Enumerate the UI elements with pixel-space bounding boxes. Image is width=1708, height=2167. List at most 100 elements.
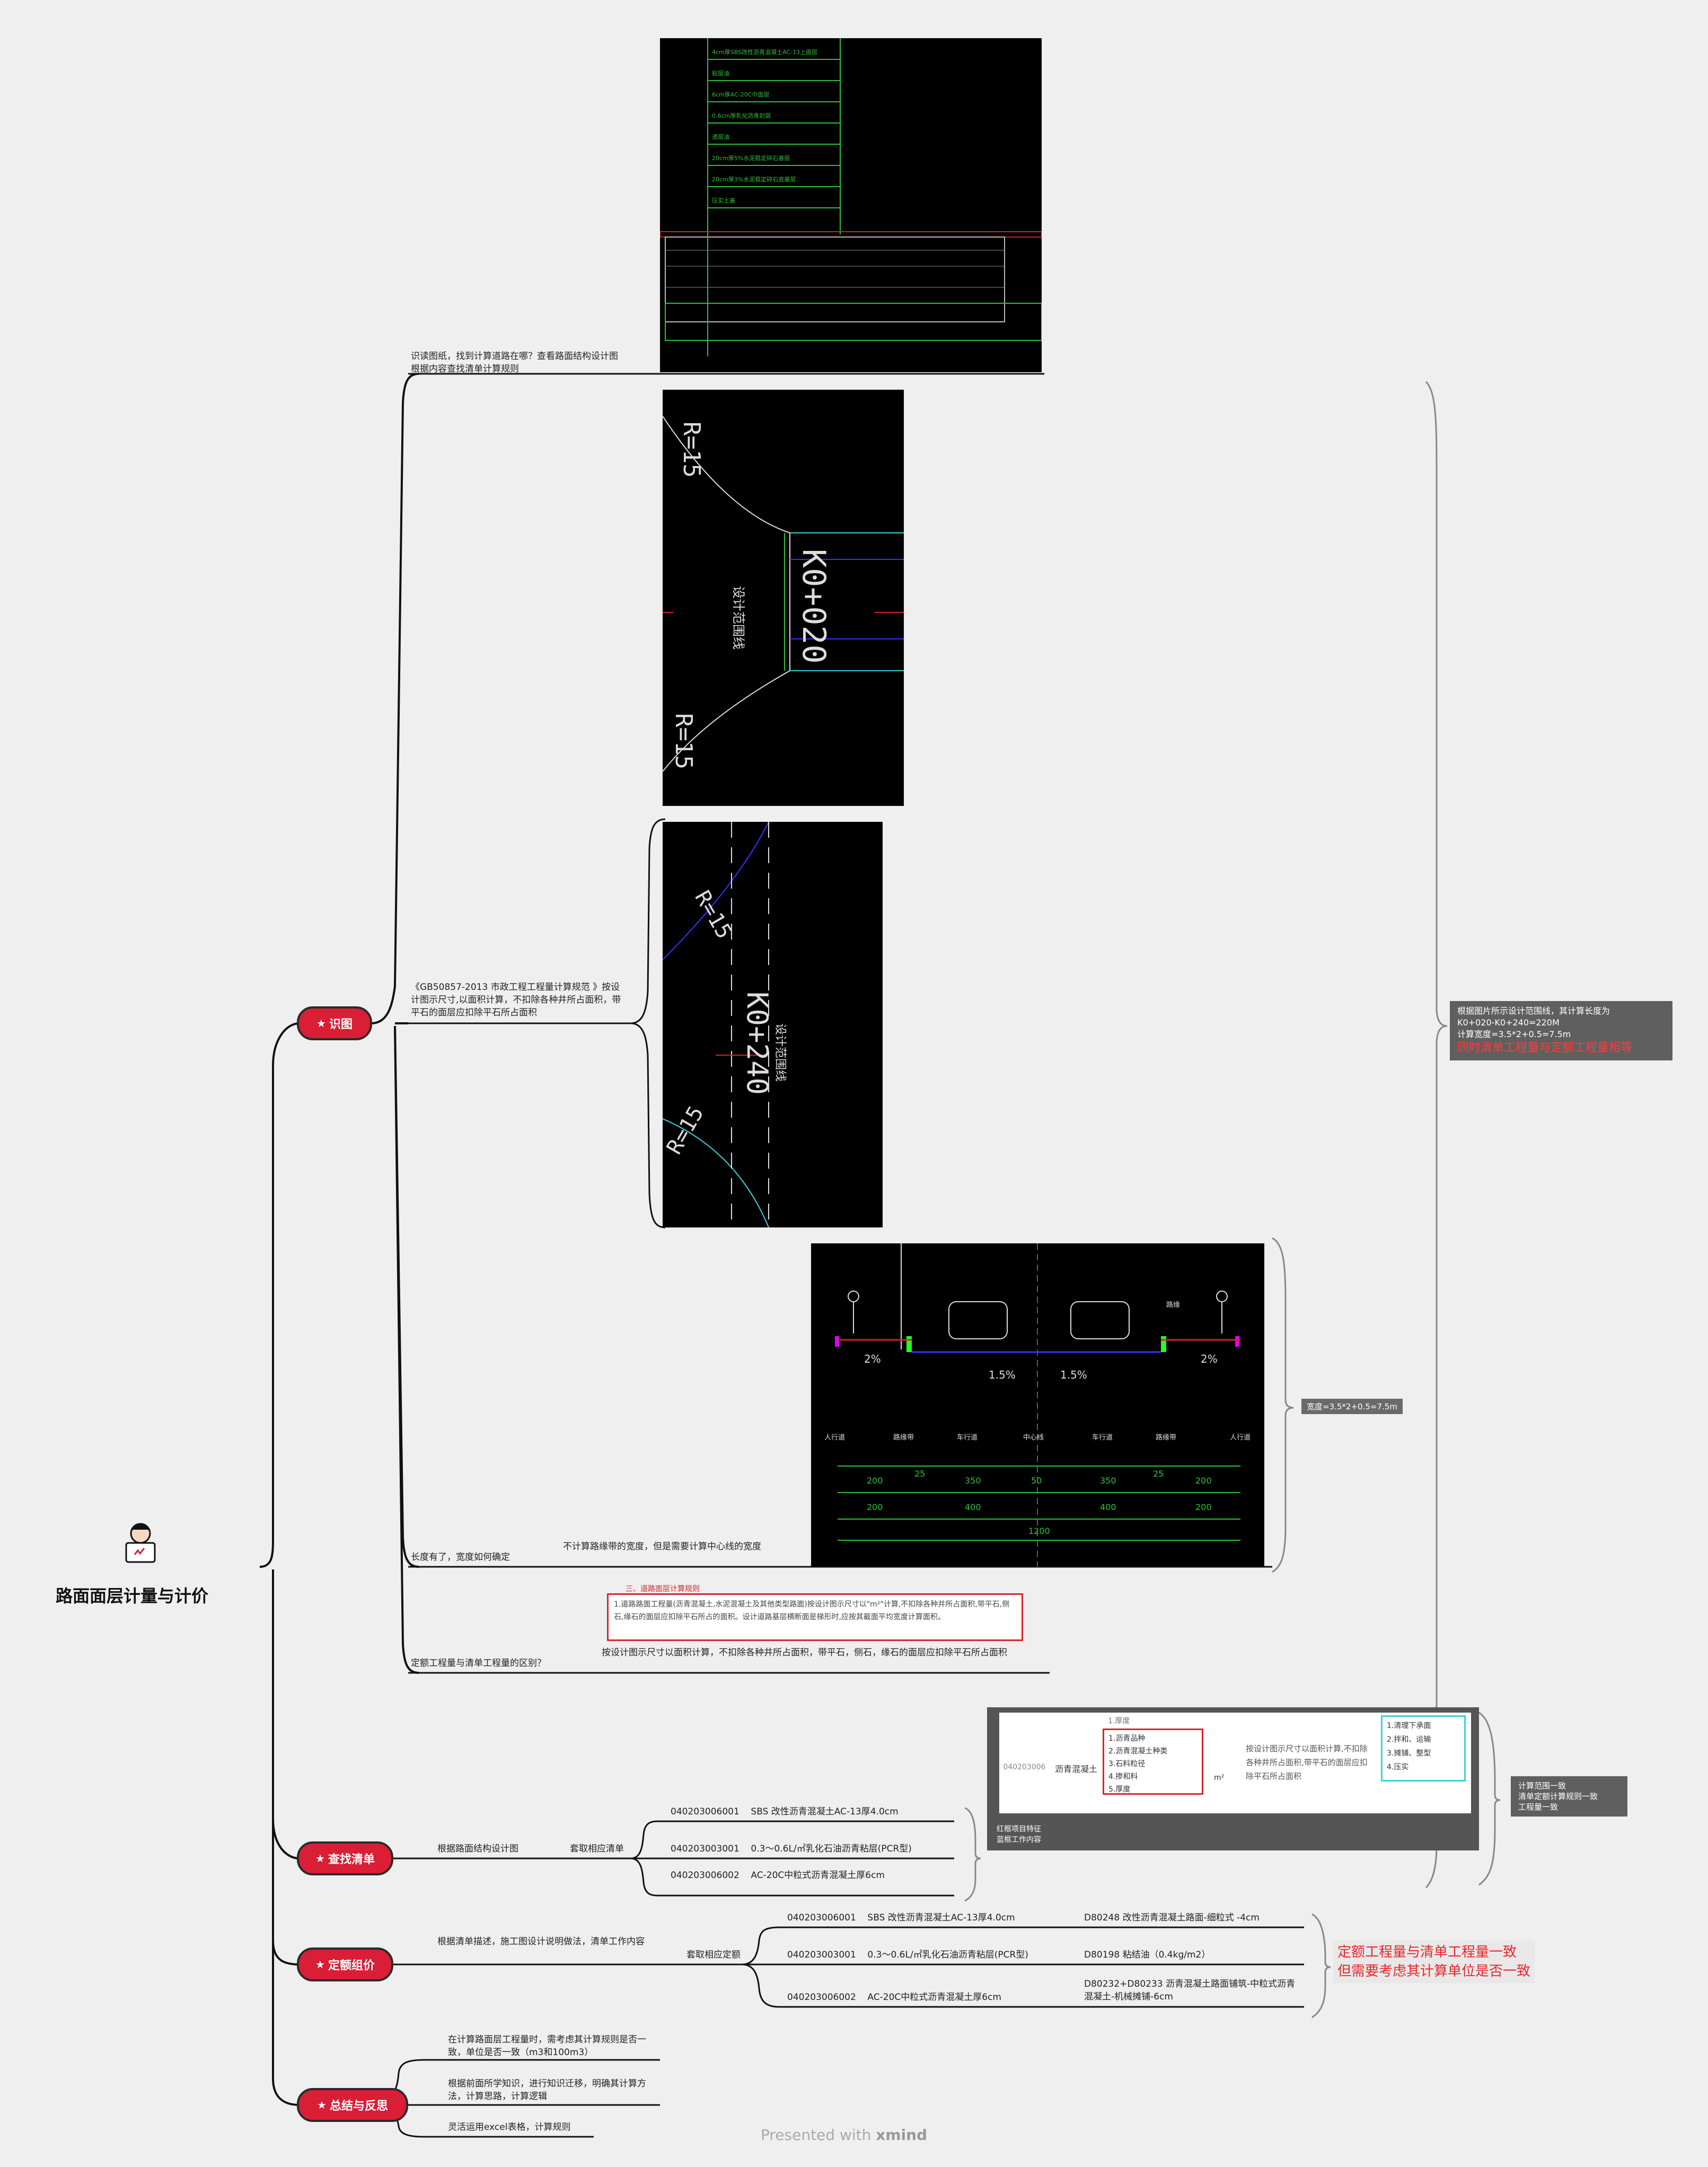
plan-start-label: 设计范围线 [731, 586, 746, 650]
sec-label-4: 中心线 [1023, 1434, 1044, 1442]
item-desc: 0.3～0.6L/㎡乳化石油沥青粘层(PCR型) [867, 1950, 1028, 1960]
dim1-3: 350 [965, 1476, 981, 1486]
cad-cross-section: 2% 1.5% 1.5% 2% 路缘 人行道 路缘带 车行道 中心线 车行道 路… [811, 1243, 1264, 1567]
b4-leaf-3[interactable]: 灵活运用excel表格，计算规则 [448, 2122, 571, 2133]
b3-leaf-1[interactable]: 根据清单描述，施工图设计说明做法，清单工作内容 [437, 1936, 645, 1947]
dim-total: 1200 [1028, 1526, 1050, 1536]
dim1-1: 200 [867, 1476, 883, 1486]
work-1: 1.清理下承面 [1387, 1722, 1431, 1730]
tag-line-3: 工程量一致 [1518, 1802, 1559, 1812]
b4-leaf-1[interactable]: 在计算路面层工程量时，需考虑其计算规则是否一致，单位是否一致（m3和100m3） [448, 2034, 646, 2058]
presented-text: Presented with [761, 2126, 871, 2144]
person-laptop-icon [125, 1523, 156, 1563]
station-start: K0+020 [795, 549, 832, 664]
dim2-2: 400 [965, 1502, 981, 1512]
radius-upper: R=15 [690, 887, 736, 943]
sec-label-5: 车行道 [1092, 1433, 1113, 1442]
b3-quota-3[interactable]: D80232+D80233 沥青混凝土路面铺筑-中粒式沥青混凝土-机械摊铺-6c… [1084, 1979, 1296, 2002]
table-caption: 红框项目特征 蓝框工作内容 [997, 1824, 1041, 1845]
b1-leaf-3[interactable]: 长度有了，宽度如何确定 [411, 1552, 510, 1563]
layer-8: 压实土基 [712, 197, 735, 204]
table-code: 040203006 [1003, 1763, 1046, 1771]
brand-text: xmind [876, 2126, 928, 2144]
b2-leaf-1[interactable]: 根据路面结构设计图 [437, 1844, 518, 1854]
dim1-6: 25 [1153, 1469, 1164, 1479]
b3-item-1[interactable]: 040203006001 SBS 改性沥青混凝土AC-13厚4.0cm [787, 1911, 1015, 1924]
summary-line-3: 计算宽度=3.5*2+0.5=7.5m [1457, 1029, 1571, 1039]
radius-lower: R=15 [663, 1102, 709, 1159]
rule-redbox: 1.道路路面工程量(沥青混凝土,水泥混凝土及其他类型路面)按设计图示尺寸以"m²… [607, 1593, 1023, 1641]
summary-line-1: 根据图片所示设计范围线，其计算长度为 [1457, 1006, 1610, 1016]
table-feature-box: 1.沥青品种 2.沥青混凝土种类 3.石料粒径 4.掺和料 5.厚度 [1103, 1729, 1203, 1795]
sec-label-1: 人行道 [824, 1434, 845, 1442]
b1-leaf-3a[interactable]: 不计算路缘带的宽度，但是需要计算中心线的宽度 [563, 1541, 761, 1552]
summary-line-2: K0+020-K0+240=220M [1457, 1017, 1560, 1028]
dim1-7: 200 [1195, 1476, 1212, 1486]
car-right [1070, 1301, 1130, 1339]
b1-summary-note: 根据图片所示设计范围线，其计算长度为 K0+020-K0+240=220M 计算… [1450, 1001, 1672, 1060]
item-code: 040203006002 [671, 1870, 739, 1881]
dim1-4: 50 [1031, 1476, 1042, 1486]
layer-7: 20cm厚3%水泥稳定碎石底基层 [712, 176, 796, 183]
item-desc: SBS 改性沥青混凝土AC-13厚4.0cm [867, 1912, 1015, 1923]
structure-svg: 4cm厚SBS改性沥青混凝土AC-13上面层 粘层油 6cm厚AC-20C中面层… [660, 38, 1042, 356]
b1-leaf-1[interactable]: 识读图纸，找到计算道路在哪？查看路面结构设计图根据内容查找清单计算规则 [411, 351, 618, 374]
plan-end-label: 设计范围线 [773, 1023, 787, 1082]
b3-leaf-2[interactable]: 套取相应定额 [686, 1950, 741, 1960]
branch-label: 识图 [329, 1018, 353, 1031]
branch-label: 定额组价 [328, 1959, 375, 1972]
footer-presented[interactable]: Presented with xmind [761, 2126, 927, 2144]
layer-5: 透层油 [712, 133, 729, 141]
b4-leaf-2[interactable]: 根据前面所学知识，进行知识迁移，明确其计算方法，计算思路，计算逻辑 [448, 2078, 646, 2102]
slope-1: 2% [864, 1353, 881, 1365]
item-desc: 0.3～0.6L/㎡乳化石油沥青粘层(PCR型) [751, 1844, 912, 1854]
item-desc: AC-20C中粒式沥青混凝土厚6cm [867, 1992, 1001, 2003]
highlight-line-2: 但需要考虑其计算单位是否一致 [1337, 1963, 1531, 1979]
sec-label-6: 路缘带 [1156, 1433, 1176, 1442]
table-rule: 按设计图示尺寸以面积计算,不扣除各种井所占面积,带平石的面层应扣除平石所占面积 [1246, 1744, 1368, 1781]
b1-leaf-4a[interactable]: 按设计图示尺寸以面积计算，不扣除各种井所占面积，带平石，侧石，缘石的面层应扣除平… [602, 1647, 1007, 1658]
radius-bottom: R=15 [670, 713, 697, 769]
cad-structure-drawing: 4cm厚SBS改性沥青混凝土AC-13上面层 粘层油 6cm厚AC-20C中面层… [660, 38, 1042, 372]
curb-label: 路缘 [1166, 1301, 1180, 1309]
caption-blue: 蓝框工作内容 [997, 1836, 1041, 1844]
work-2: 2.拌和、运输 [1387, 1735, 1431, 1744]
root-title[interactable]: 路面面层计量与计价 [56, 1586, 209, 1606]
b2-item-2[interactable]: 040203003001 0.3～0.6L/㎡乳化石油沥青粘层(PCR型) [671, 1843, 912, 1855]
item-code: 040203006001 [671, 1806, 739, 1817]
tag-line-2: 清单定额计算规则一致 [1518, 1792, 1598, 1801]
b3-quota-1[interactable]: D80248 改性沥青混凝土路面-细粒式 -4cm [1084, 1912, 1260, 1923]
item-desc: AC-20C中粒式沥青混凝土厚6cm [751, 1870, 885, 1881]
b3-quota-2[interactable]: D80198 粘结油（0.4kg/m2） [1084, 1950, 1211, 1960]
star-icon: ★ [316, 1017, 326, 1030]
b2-leaf-2[interactable]: 套取相应清单 [570, 1844, 624, 1854]
item-code: 040203006001 [787, 1912, 856, 1923]
b1-leaf-4[interactable]: 定额工程量与清单工程量的区别？ [411, 1658, 546, 1669]
table-feature-0: 1.厚度 [1108, 1717, 1130, 1725]
item-code: 040203006002 [787, 1992, 856, 2003]
b2-item-3[interactable]: 040203006002 AC-20C中粒式沥青混凝土厚6cm [671, 1869, 885, 1882]
dim1-5: 350 [1100, 1476, 1116, 1486]
b1-leaf-2[interactable]: 《GB50857-2013 市政工程工程量计算规范 》按设计图示尺寸,以面积计算… [411, 982, 621, 1018]
b3-item-2[interactable]: 040203003001 0.3～0.6L/㎡乳化石油沥青粘层(PCR型) [787, 1949, 1028, 1961]
branch-shitu[interactable]: ★识图 [297, 1006, 372, 1040]
sec-label-3: 车行道 [957, 1433, 978, 1442]
layer-2: 粘层油 [712, 69, 729, 77]
branch-label: 总结与反思 [329, 2100, 388, 2113]
station-end: K0+240 [741, 992, 774, 1095]
spec-table: 040203006 沥青混凝土 1.厚度 1.沥青品种 2.沥青混凝土种类 3.… [999, 1713, 1471, 1813]
layer-3: 6cm厚AC-20C中面层 [712, 91, 769, 98]
slope-4: 2% [1201, 1353, 1218, 1365]
feature-3: 3.石料粒径 [1108, 1760, 1146, 1768]
cad-plan-start: K0+020 设计范围线 R=15 R=15 [663, 390, 904, 806]
b3-item-3[interactable]: 040203006002 AC-20C中粒式沥青混凝土厚6cm [787, 1991, 1001, 2004]
branch-zongjie[interactable]: ★总结与反思 [297, 2088, 408, 2122]
feature-5: 5.厚度 [1108, 1785, 1131, 1794]
caption-red: 红框项目特征 [997, 1825, 1041, 1833]
rule-box-head: 三、道路面层计算规则 [626, 1585, 700, 1593]
b2-item-1[interactable]: 040203006001 SBS 改性沥青混凝土AC-13厚4.0cm [671, 1805, 899, 1818]
layer-4: 0.6cm厚乳化沥青封层 [712, 112, 771, 119]
branch-dinge[interactable]: ★定额组价 [297, 1947, 393, 1981]
branch-chazhao[interactable]: ★查找清单 [297, 1841, 393, 1875]
